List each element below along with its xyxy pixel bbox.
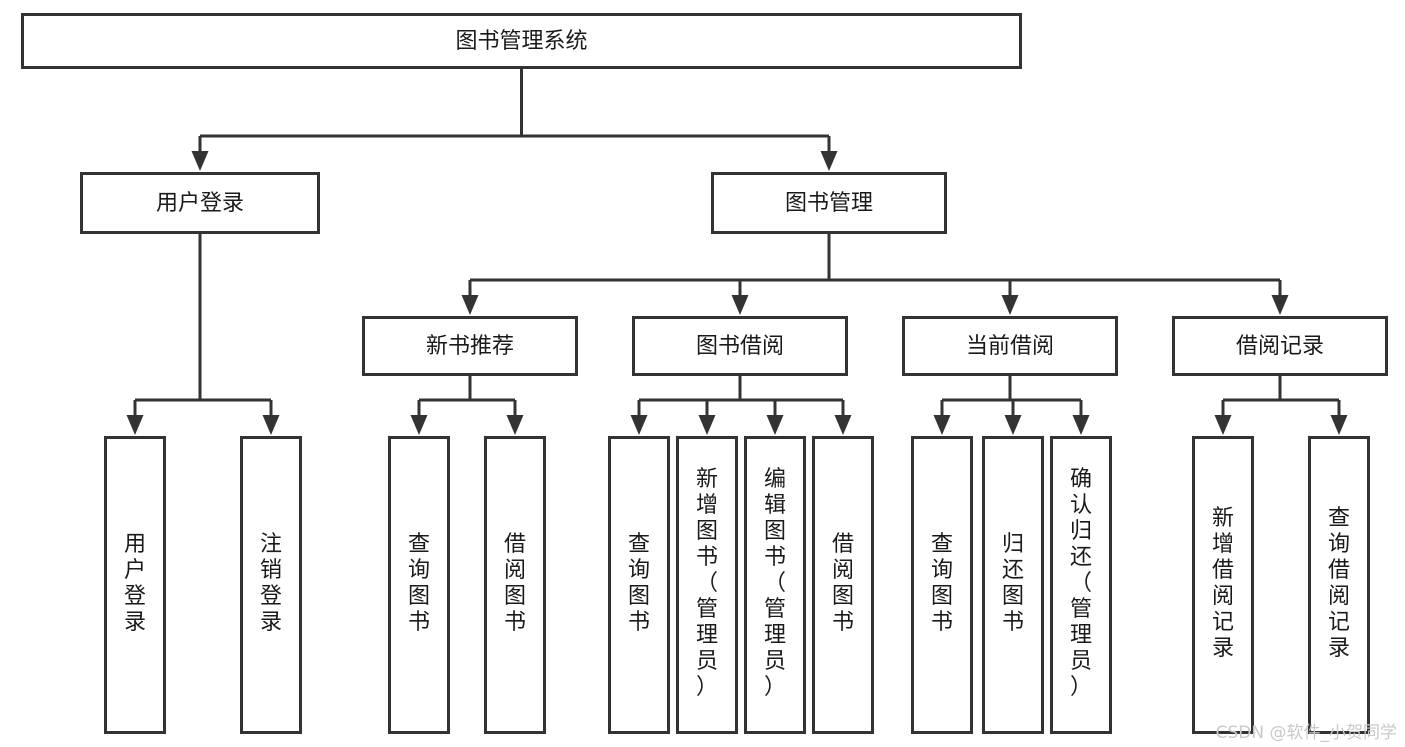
arrow-head-icon: [191, 151, 209, 171]
connector-group-borrow-records: [1214, 376, 1348, 435]
node-leaf-return-book[interactable]: 归还图书: [982, 436, 1044, 734]
arrow-head-icon: [1072, 415, 1090, 435]
arrow-head-icon: [506, 415, 524, 435]
connector-group-root: [191, 69, 838, 171]
watermark: CSDN @软件_小贺同学: [1215, 723, 1397, 743]
node-label: 借阅图书: [504, 532, 526, 635]
node-box[interactable]: [1308, 436, 1370, 734]
node-box[interactable]: [362, 316, 578, 376]
node-book-borrow[interactable]: 图书借阅: [632, 316, 848, 376]
arrow-head-icon: [1214, 415, 1232, 435]
node-leaf-user-login[interactable]: 用户登录: [104, 436, 166, 734]
arrow-head-icon: [731, 295, 749, 315]
node-label: 编辑图书（管理员）: [764, 467, 786, 700]
node-box[interactable]: [21, 13, 1022, 69]
arrow-head-icon: [820, 151, 838, 171]
arrow-head-icon: [1330, 415, 1348, 435]
arrow-head-icon: [126, 415, 144, 435]
connector-group-user-login: [126, 234, 280, 435]
node-box[interactable]: [744, 436, 806, 734]
node-box[interactable]: [484, 436, 546, 734]
node-box[interactable]: [104, 436, 166, 734]
arrow-head-icon: [262, 415, 280, 435]
node-current-borrow[interactable]: 当前借阅: [902, 316, 1118, 376]
node-label: 当前借阅: [966, 334, 1054, 359]
node-label: 新增借阅记录: [1212, 506, 1234, 661]
node-box[interactable]: [240, 436, 302, 734]
connector-group-book-borrow: [630, 376, 852, 435]
node-box[interactable]: [1050, 436, 1112, 734]
node-borrow-records[interactable]: 借阅记录: [1172, 316, 1388, 376]
node-label: 查询借阅记录: [1328, 506, 1350, 661]
node-leaf-add-book[interactable]: 新增图书（管理员）: [676, 436, 738, 734]
node-label: 查询图书: [931, 532, 953, 635]
arrow-head-icon: [630, 415, 648, 435]
node-leaf-borrow-book[interactable]: 借阅图书: [812, 436, 874, 734]
node-label: 归还图书: [1002, 532, 1024, 635]
connector-group-new-book-recommend: [410, 376, 524, 435]
connector-group-book-management: [461, 234, 1289, 315]
arrow-head-icon: [1001, 295, 1019, 315]
node-label: 图书管理: [785, 191, 873, 216]
node-label: 注销登录: [260, 532, 282, 635]
node-leaf-user-logout[interactable]: 注销登录: [240, 436, 302, 734]
node-box[interactable]: [982, 436, 1044, 734]
node-label: 确认归还（管理员）: [1070, 467, 1092, 700]
arrow-head-icon: [698, 415, 716, 435]
node-box[interactable]: [1192, 436, 1254, 734]
node-book-management[interactable]: 图书管理: [711, 172, 947, 234]
node-box[interactable]: [711, 172, 947, 234]
node-box[interactable]: [1172, 316, 1388, 376]
node-root[interactable]: 图书管理系统: [21, 13, 1022, 69]
node-leaf-query-borrow-record[interactable]: 查询借阅记录: [1308, 436, 1370, 734]
node-label: 查询图书: [408, 532, 430, 635]
node-user-login[interactable]: 用户登录: [80, 172, 320, 234]
node-box[interactable]: [388, 436, 450, 734]
node-label: 图书管理系统: [455, 29, 587, 54]
node-label: 查询图书: [628, 532, 650, 635]
node-label: 图书借阅: [696, 334, 784, 359]
arrow-head-icon: [410, 415, 428, 435]
node-new-book-recommend[interactable]: 新书推荐: [362, 316, 578, 376]
node-box[interactable]: [608, 436, 670, 734]
node-box[interactable]: [80, 172, 320, 234]
connector-layer: [126, 69, 1348, 435]
node-box[interactable]: [911, 436, 973, 734]
arrow-head-icon: [461, 295, 479, 315]
node-leaf-edit-book[interactable]: 编辑图书（管理员）: [744, 436, 806, 734]
node-label: 用户登录: [156, 191, 244, 216]
arrow-head-icon: [1004, 415, 1022, 435]
node-leaf-confirm-return[interactable]: 确认归还（管理员）: [1050, 436, 1112, 734]
node-label: 新书推荐: [426, 334, 514, 359]
node-label: 新增图书（管理员）: [696, 467, 718, 700]
connector-group-current-borrow: [933, 376, 1090, 435]
node-label: 借阅记录: [1236, 334, 1324, 359]
node-label: 用户登录: [124, 532, 146, 635]
node-leaf-query-books-borrow[interactable]: 查询图书: [608, 436, 670, 734]
node-label: 借阅图书: [832, 532, 854, 635]
node-leaf-borrow-books-recommend[interactable]: 借阅图书: [484, 436, 546, 734]
node-layer: 图书管理系统用户登录图书管理新书推荐图书借阅当前借阅借阅记录用户登录注销登录查询…: [21, 13, 1388, 734]
node-leaf-add-borrow-record[interactable]: 新增借阅记录: [1192, 436, 1254, 734]
node-leaf-query-books-current[interactable]: 查询图书: [911, 436, 973, 734]
node-box[interactable]: [676, 436, 738, 734]
node-box[interactable]: [812, 436, 874, 734]
arrow-head-icon: [933, 415, 951, 435]
arrow-head-icon: [1271, 295, 1289, 315]
arrow-head-icon: [766, 415, 784, 435]
arrow-head-icon: [834, 415, 852, 435]
node-box[interactable]: [632, 316, 848, 376]
node-leaf-query-books-recommend[interactable]: 查询图书: [388, 436, 450, 734]
node-box[interactable]: [902, 316, 1118, 376]
